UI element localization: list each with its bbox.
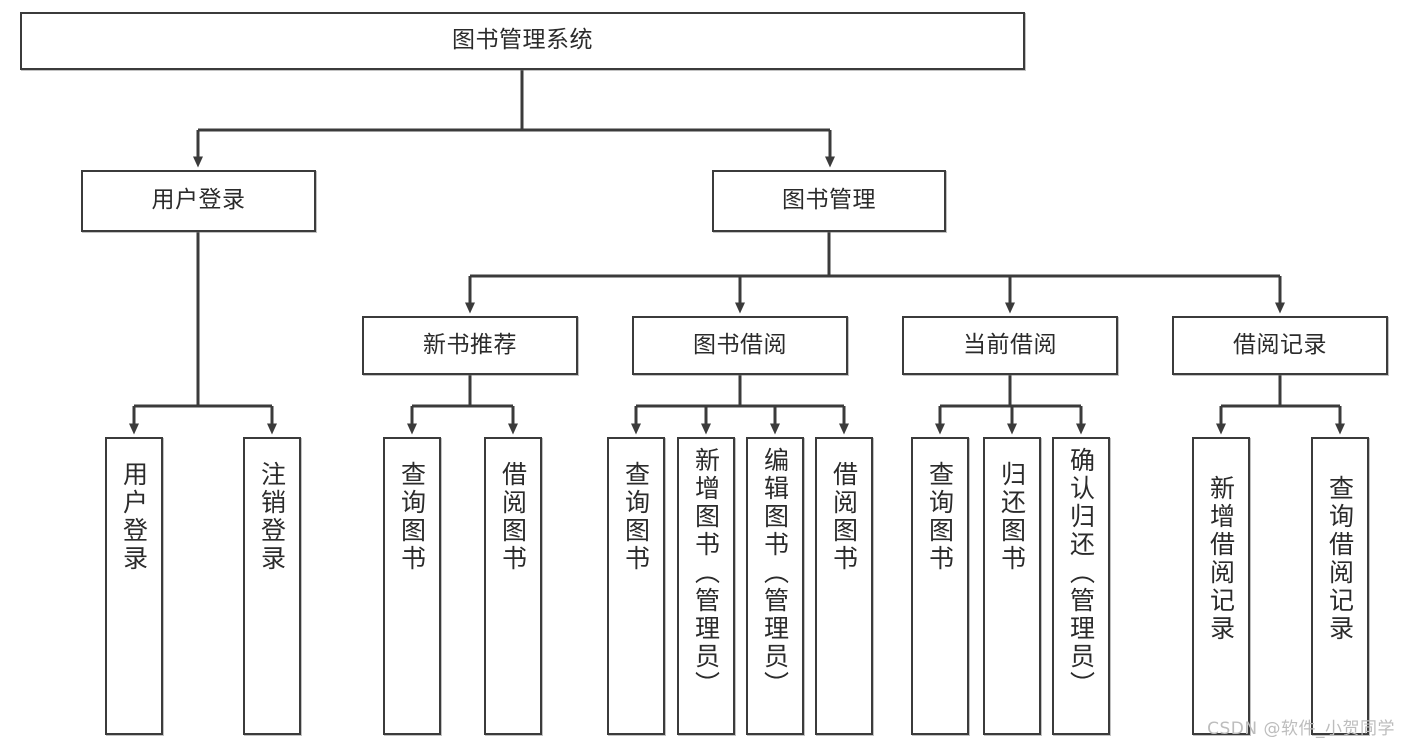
watermark: CSDN @软件_小贺同学	[1207, 719, 1395, 739]
leaf-borrow-books-recommend-label: 借阅图书	[498, 461, 528, 573]
leaf-edit-book-admin[interactable]: 编辑图书（管理员）	[746, 437, 804, 735]
leaf-add-borrow-record-label: 新增借阅记录	[1206, 475, 1236, 643]
leaf-logout-label: 注销登录	[257, 461, 287, 573]
leaf-borrow-books-recommend[interactable]: 借阅图书	[484, 437, 542, 735]
node-current-borrow[interactable]: 当前借阅	[902, 316, 1118, 375]
leaf-logout[interactable]: 注销登录	[243, 437, 301, 735]
node-user-login[interactable]: 用户登录	[81, 170, 316, 232]
node-book-borrow[interactable]: 图书借阅	[632, 316, 848, 375]
leaf-return-books[interactable]: 归还图书	[983, 437, 1041, 735]
leaf-query-books-borrow-label: 查询图书	[621, 461, 651, 573]
leaf-query-books-recommend-label: 查询图书	[397, 461, 427, 573]
leaf-add-borrow-record[interactable]: 新增借阅记录	[1192, 437, 1250, 735]
node-new-book-recommend-label: 新书推荐	[423, 331, 517, 358]
node-borrow-record-label: 借阅记录	[1233, 331, 1327, 358]
leaf-query-books-current-label: 查询图书	[925, 461, 955, 573]
leaf-query-books-current[interactable]: 查询图书	[911, 437, 969, 735]
node-root[interactable]: 图书管理系统	[20, 12, 1025, 70]
leaf-query-borrow-record-label: 查询借阅记录	[1325, 475, 1355, 643]
leaf-confirm-return-admin-label: 确认归还（管理员）	[1066, 447, 1096, 699]
leaf-add-book-admin-label: 新增图书（管理员）	[691, 447, 721, 699]
leaf-add-book-admin[interactable]: 新增图书（管理员）	[677, 437, 735, 735]
node-new-book-recommend[interactable]: 新书推荐	[362, 316, 578, 375]
leaf-user-login[interactable]: 用户登录	[105, 437, 163, 735]
leaf-borrow-books-label: 借阅图书	[829, 461, 859, 573]
node-borrow-record[interactable]: 借阅记录	[1172, 316, 1388, 375]
leaf-user-login-label: 用户登录	[119, 461, 149, 573]
leaf-confirm-return-admin[interactable]: 确认归还（管理员）	[1052, 437, 1110, 735]
node-root-label: 图书管理系统	[452, 27, 593, 54]
leaf-edit-book-admin-label: 编辑图书（管理员）	[760, 447, 790, 699]
node-current-borrow-label: 当前借阅	[963, 331, 1057, 358]
leaf-query-books-borrow[interactable]: 查询图书	[607, 437, 665, 735]
node-user-login-label: 用户登录	[151, 187, 246, 214]
leaf-query-borrow-record[interactable]: 查询借阅记录	[1311, 437, 1369, 735]
node-book-management[interactable]: 图书管理	[712, 170, 946, 232]
leaf-query-books-recommend[interactable]: 查询图书	[383, 437, 441, 735]
node-book-borrow-label: 图书借阅	[693, 331, 787, 358]
leaf-return-books-label: 归还图书	[997, 461, 1027, 573]
node-book-management-label: 图书管理	[782, 187, 876, 214]
leaf-borrow-books[interactable]: 借阅图书	[815, 437, 873, 735]
